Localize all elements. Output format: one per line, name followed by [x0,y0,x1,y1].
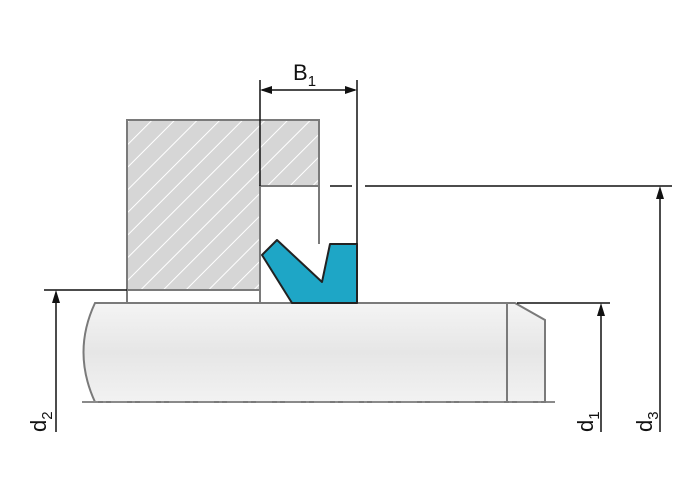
d3-label: d3 [632,411,662,432]
d1-arrow [597,303,605,316]
d2-arrow [52,290,60,303]
b1-label: B1 [293,60,316,90]
b1-arrow-left [260,86,272,94]
d1-label: d1 [573,411,603,432]
shaft [82,302,546,403]
d3-arrow [656,186,664,199]
v-ring-seal [261,239,358,304]
d2-label: d2 [26,411,56,432]
b1-arrow-right [345,86,357,94]
